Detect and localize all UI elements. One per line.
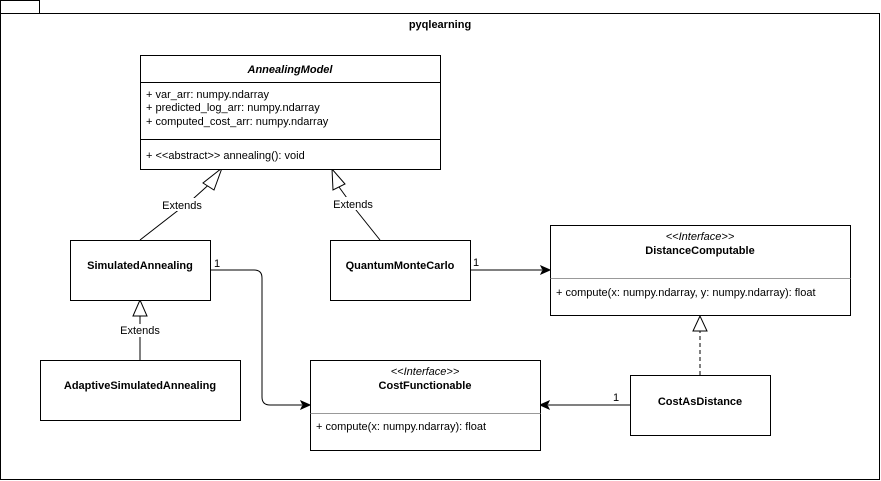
adaptive-simulated-annealing-box	[40, 360, 241, 421]
simulated-annealing-box	[70, 240, 211, 301]
adaptive-simulated-annealing-name: AdaptiveSimulatedAnnealing	[64, 380, 216, 392]
sa-extends-label: Extends	[162, 200, 202, 212]
qmc-extends-line	[338, 186, 381, 241]
cost-functionable-box	[310, 360, 541, 451]
cad-realization-arrowhead	[692, 314, 708, 332]
sa-cost-association-line	[210, 269, 302, 406]
package-name: pyqlearning	[409, 19, 471, 31]
class-cost-as-distance[interactable]: CostAsDistance	[630, 375, 771, 436]
package-body	[0, 13, 880, 480]
class-quantum-monte-carlo[interactable]: QuantumMonteCarlo	[330, 240, 471, 301]
interface-cost-functionable[interactable]: <<Interface>> CostFunctionable + compute…	[310, 360, 541, 451]
annealing-model-box	[140, 55, 441, 170]
class-annealing-model[interactable]: AnnealingModel + var_arr: numpy.ndarray …	[140, 55, 441, 170]
distance-computable-name: DistanceComputable	[645, 245, 754, 257]
annealing-model-attr-predicted-log-arr: + predicted_log_arr: numpy.ndarray	[146, 102, 320, 114]
relationships: Extends Extends Extends 1 1 1	[118, 166, 708, 411]
cost-functionable-name: CostFunctionable	[379, 380, 472, 392]
cost-functionable-method-compute: + compute(x: numpy.ndarray): float	[316, 421, 486, 433]
asa-extends-label-bg	[118, 324, 162, 337]
cad-cost-multiplicity: 1	[613, 392, 619, 404]
annealing-model-method-annealing: + <<abstract>> annealing(): void	[146, 150, 305, 162]
class-adaptive-simulated-annealing[interactable]: AdaptiveSimulatedAnnealing	[40, 360, 241, 421]
annealing-model-name: AnnealingModel	[247, 64, 334, 76]
qmc-extends-arrowhead	[331, 167, 346, 191]
asa-extends-label: Extends	[120, 325, 160, 337]
sa-cost-arrowhead	[299, 399, 312, 411]
quantum-monte-carlo-box	[330, 240, 471, 301]
distance-computable-stereotype: <<Interface>>	[666, 231, 735, 243]
package-tab	[0, 0, 40, 14]
annealing-model-attr-computed-cost-arr: + computed_cost_arr: numpy.ndarray	[146, 116, 329, 128]
asa-extends-arrowhead	[132, 298, 148, 317]
simulated-annealing-name: SimulatedAnnealing	[87, 260, 193, 272]
cost-functionable-stereotype: <<Interface>>	[391, 366, 460, 378]
distance-computable-box	[550, 225, 851, 316]
annealing-model-attr-var-arr: + var_arr: numpy.ndarray	[146, 89, 269, 101]
cad-cost-arrowhead	[538, 399, 551, 411]
sa-extends-arrowhead	[202, 166, 224, 191]
qmc-extends-label-bg	[331, 197, 375, 210]
qmc-distance-multiplicity: 1	[473, 257, 479, 269]
distance-computable-method-compute: + compute(x: numpy.ndarray, y: numpy.nda…	[556, 287, 816, 299]
class-simulated-annealing[interactable]: SimulatedAnnealing	[70, 240, 211, 301]
qmc-extends-label: Extends	[333, 199, 373, 211]
quantum-monte-carlo-name: QuantumMonteCarlo	[346, 260, 455, 272]
interface-distance-computable[interactable]: <<Interface>> DistanceComputable + compu…	[550, 225, 851, 316]
qmc-distance-arrowhead	[539, 264, 552, 276]
cost-as-distance-name: CostAsDistance	[658, 396, 742, 408]
sa-cost-multiplicity: 1	[214, 258, 220, 270]
cost-as-distance-box	[630, 375, 771, 436]
sa-extends-label-bg	[160, 198, 204, 211]
